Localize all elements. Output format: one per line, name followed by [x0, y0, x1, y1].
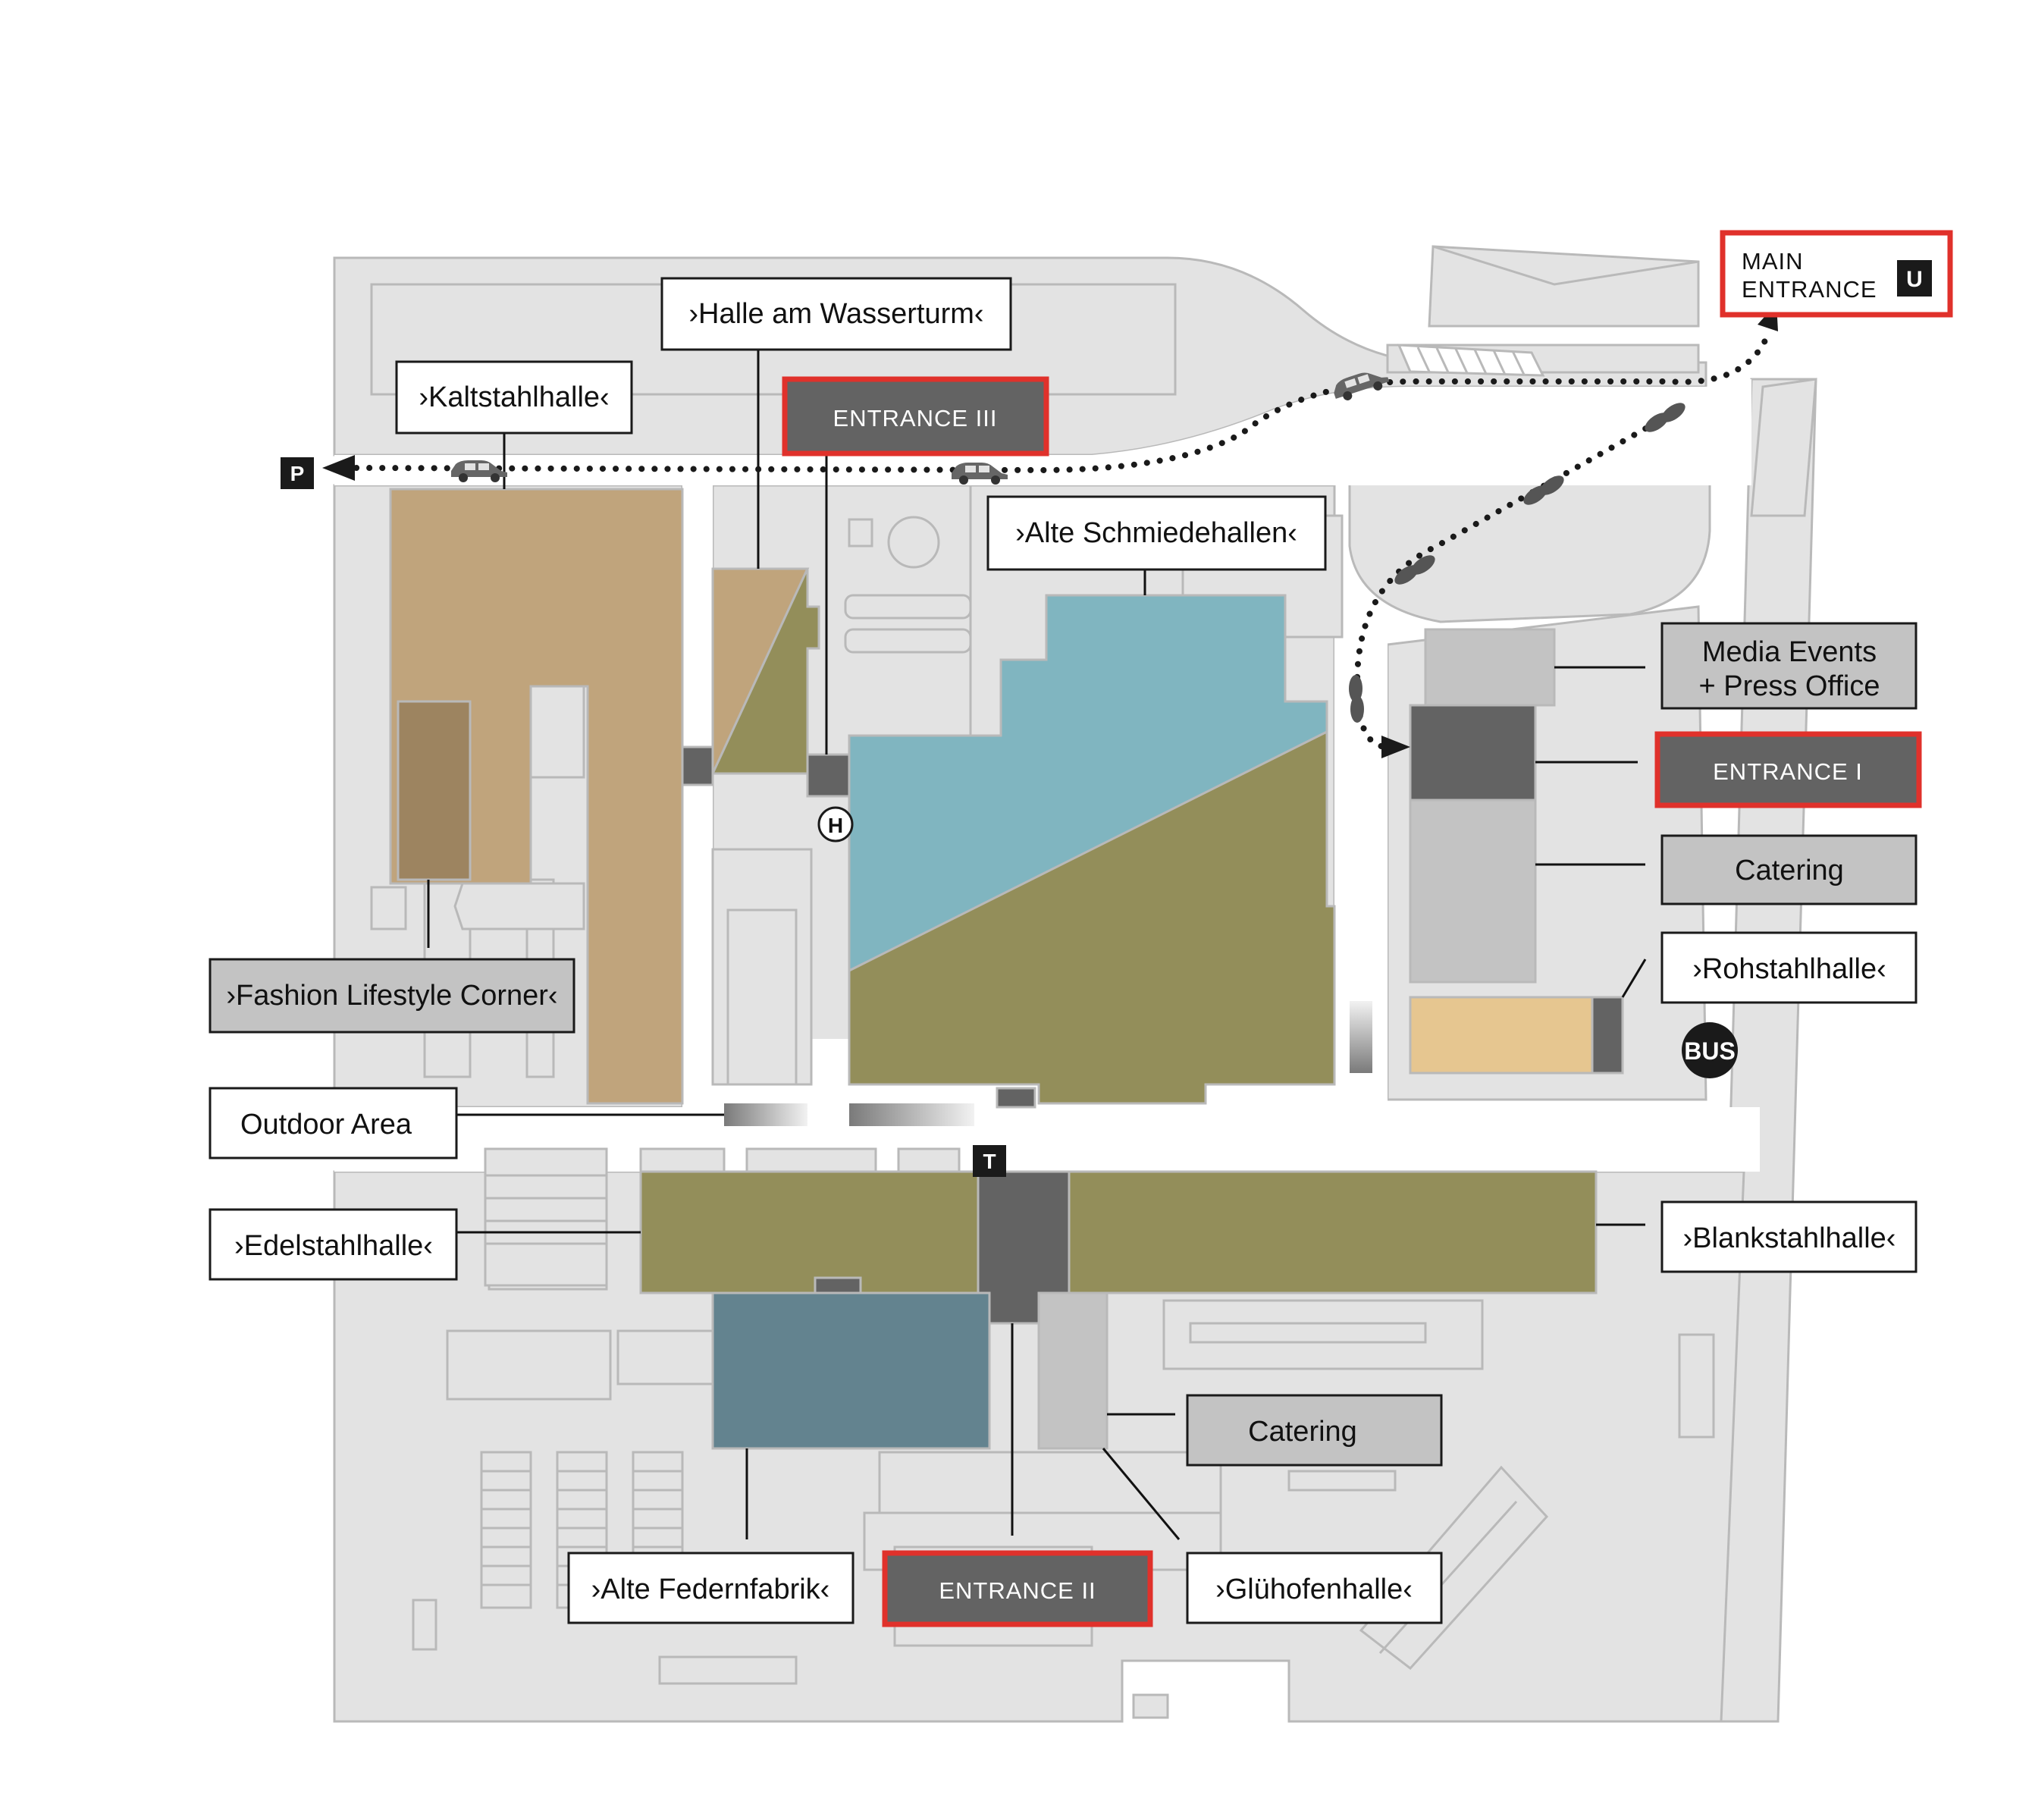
svg-text:›Rohstahlhalle‹: ›Rohstahlhalle‹: [1692, 953, 1886, 985]
parking-icon: P: [281, 457, 314, 489]
svg-text:Catering: Catering: [1248, 1416, 1357, 1448]
label-blankstahlhalle: ›Blankstahlhalle‹: [1660, 1200, 1918, 1273]
svg-text:›Halle am Wasserturm‹: ›Halle am Wasserturm‹: [688, 298, 983, 330]
svg-text:ENTRANCE III: ENTRANCE III: [833, 405, 998, 431]
footprint-icon: [1540, 475, 1564, 495]
svg-text:Outdoor Area: Outdoor Area: [240, 1109, 412, 1141]
cars: [451, 372, 1390, 485]
svg-text:›Alte Federnfabrik‹: ›Alte Federnfabrik‹: [591, 1574, 830, 1605]
building-entrance-i: [1409, 704, 1537, 802]
hall-alte-federnfabrik: [711, 1291, 991, 1450]
svg-text:T: T: [983, 1150, 996, 1173]
car-route: [353, 334, 1770, 474]
hall-edelstahlhalle: [639, 1170, 980, 1294]
ramps: [724, 1001, 1372, 1126]
label-alte-federnfabrik: ›Alte Federnfabrik‹: [567, 1552, 855, 1624]
hall-alte-schmiedehallen-olive: [848, 730, 1336, 1105]
svg-text:MAIN: MAIN: [1742, 248, 1804, 275]
building-rohstahlhalle-dark: [1591, 996, 1624, 1075]
label-outdoor-area: Outdoor Area: [209, 1087, 458, 1159]
car-icon: [1334, 372, 1390, 400]
main-entrance[interactable]: MAIN ENTRANCE U: [1720, 230, 1953, 318]
entrance-i[interactable]: ENTRANCE I: [1654, 731, 1922, 808]
footprint-icon: [1349, 675, 1363, 702]
footprint-icon: [1661, 403, 1685, 422]
hall-blankstahlhalle: [1068, 1170, 1598, 1294]
svg-text:›Fashion Lifestyle Corner‹: ›Fashion Lifestyle Corner‹: [226, 980, 557, 1012]
svg-text:Catering: Catering: [1735, 855, 1844, 886]
footprint-icon: [1411, 555, 1435, 575]
svg-text:ENTRANCE II: ENTRANCE II: [939, 1577, 1096, 1604]
svg-text:›Edelstahlhalle‹: ›Edelstahlhalle‹: [234, 1230, 433, 1262]
label-fashion-lifestyle-corner: ›Fashion Lifestyle Corner‹: [209, 958, 575, 1034]
walking-route: [1353, 406, 1682, 750]
svg-text:+ Press Office: + Press Office: [1698, 670, 1880, 702]
arrow-icon: [1381, 736, 1410, 758]
label-alte-schmiedehallen: ›Alte Schmiedehallen‹: [986, 495, 1327, 571]
svg-text:ENTRANCE: ENTRANCE: [1742, 276, 1877, 303]
label-catering-east: Catering: [1660, 834, 1918, 905]
svg-text:›Alte Schmiedehallen‹: ›Alte Schmiedehallen‹: [1015, 517, 1297, 549]
svg-text:U: U: [1906, 267, 1923, 292]
label-media-events: Media Events + Press Office: [1660, 622, 1918, 710]
building-catering-east: [1409, 799, 1537, 984]
svg-text:BUS: BUS: [1684, 1037, 1736, 1065]
label-halle-am-wasserturm: ›Halle am Wasserturm‹: [660, 277, 1012, 351]
hall-gluehofenhalle: [1037, 1291, 1109, 1450]
hatched-shelter: [1397, 344, 1545, 377]
hall-fashion-lifestyle-corner: [397, 700, 472, 881]
entrance-iii[interactable]: ENTRANCE III: [782, 376, 1049, 457]
label-catering-south: Catering: [1186, 1394, 1443, 1467]
label-edelstahlhalle: ›Edelstahlhalle‹: [209, 1208, 458, 1281]
svg-text:Media Events: Media Events: [1702, 636, 1877, 668]
halls: [389, 488, 1624, 1450]
svg-text:ENTRANCE I: ENTRANCE I: [1713, 758, 1863, 785]
tram-icon: T: [973, 1145, 1006, 1177]
svg-text:›Kaltstahlhalle‹: ›Kaltstahlhalle‹: [419, 381, 609, 413]
footprint-icon: [1350, 695, 1364, 723]
label-gluehofenhalle: ›Glühofenhalle‹: [1186, 1552, 1443, 1624]
arrow-icon: [322, 455, 355, 481]
building-media-events: [1424, 628, 1556, 707]
label-kaltstahlhalle: ›Kaltstahlhalle‹: [395, 360, 633, 435]
svg-text:H: H: [828, 814, 843, 837]
hall-kaltstahlhalle: [389, 488, 684, 1105]
svg-text:P: P: [290, 462, 305, 485]
footprints: [1349, 403, 1685, 723]
label-rohstahlhalle: ›Rohstahlhalle‹: [1660, 931, 1918, 1004]
hall-rohstahlhalle: [1409, 996, 1594, 1075]
svg-text:›Glühofenhalle‹: ›Glühofenhalle‹: [1215, 1574, 1413, 1605]
leader-lines: [427, 347, 1647, 1540]
hotel-icon: H: [817, 806, 854, 843]
routes: [353, 334, 1770, 750]
subway-icon: U: [1897, 260, 1932, 297]
bus-icon: BUS: [1682, 1022, 1738, 1078]
entrance-ii[interactable]: ENTRANCE II: [882, 1550, 1153, 1627]
svg-text:›Blankstahlhalle‹: ›Blankstahlhalle‹: [1683, 1222, 1896, 1254]
car-icon: [451, 460, 507, 482]
hall-am-wasserturm-olive: [710, 568, 820, 775]
car-icon: [952, 463, 1008, 485]
